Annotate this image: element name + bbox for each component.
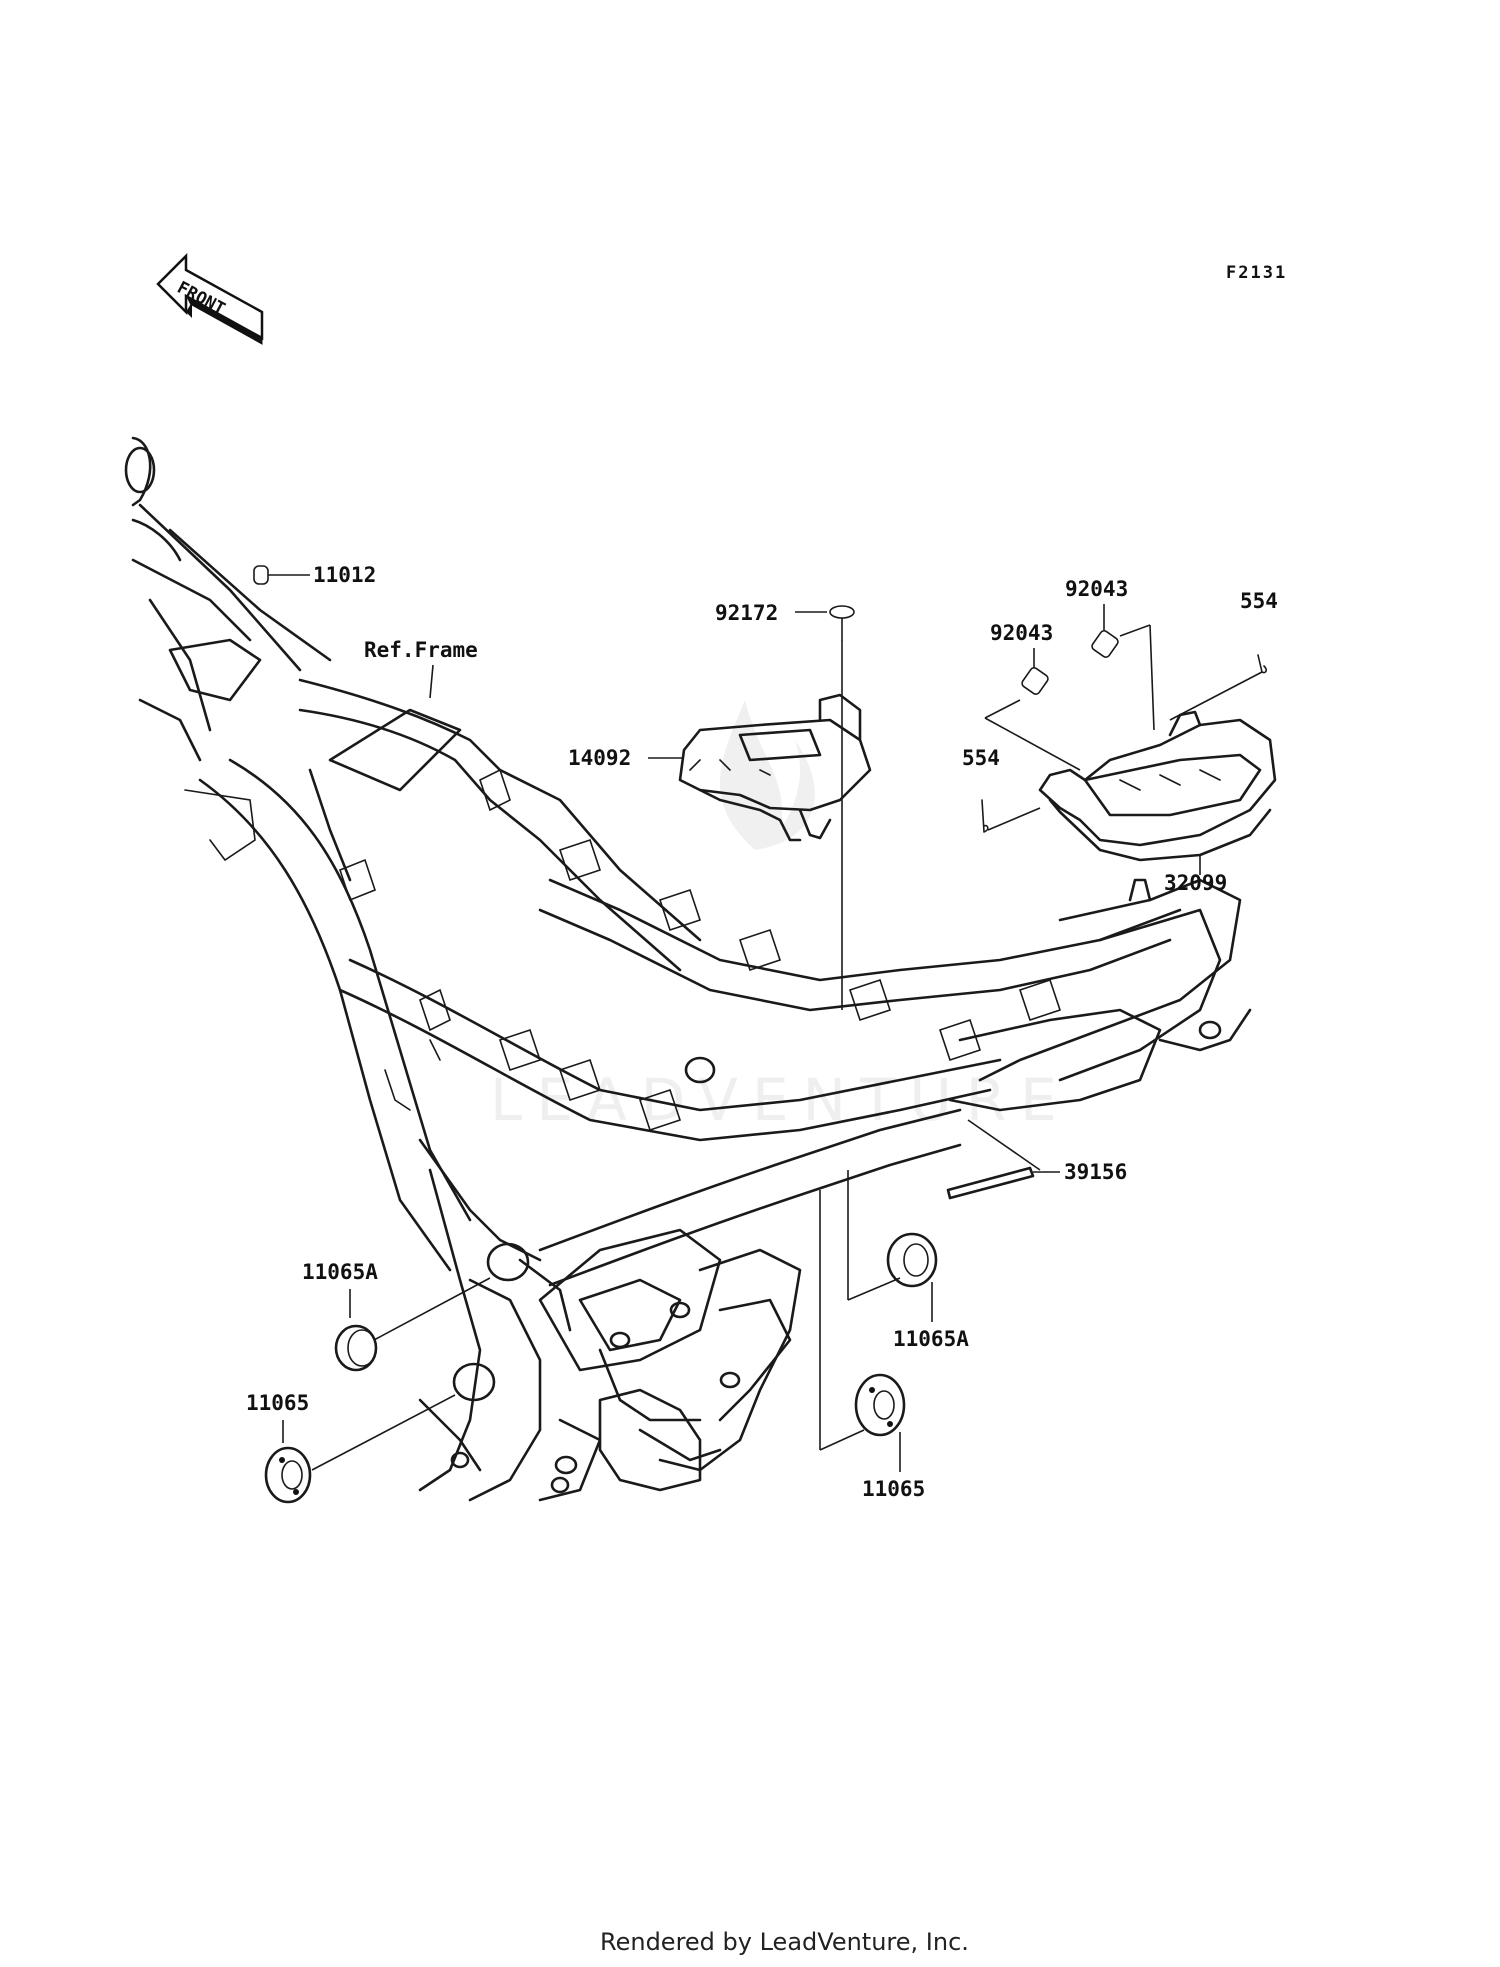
label-32099: 32099 [1164,871,1227,895]
part-11012-pin: 11012 [253,563,376,587]
frame [124,436,1252,1502]
part-39156-strip: 39156 [946,1119,1127,1200]
part-92043-pin-right: 92043 [1065,577,1155,731]
label-92043-top: 92043 [1065,577,1128,601]
footer-credit: Rendered by LeadVenture, Inc. [600,1928,969,1956]
label-14092: 14092 [568,746,631,770]
label-11065-left: 11065 [246,1391,309,1415]
label-39156: 39156 [1064,1160,1127,1184]
watermark-text: LEADVENTURE [490,1066,1071,1134]
label-92172: 92172 [715,601,778,625]
front-arrow-icon: FRONT [156,252,264,345]
part-11065A-left-grommet: 11065A [302,1260,491,1372]
watermark: LEADVENTURE [490,700,1071,1134]
label-11065A-right: 11065A [893,1327,969,1351]
part-32099-cover: 32099 [1038,710,1277,895]
part-11065-left-grommet: 11065 [246,1391,456,1504]
part-11065A-right-grommet: 11065A [847,1170,969,1351]
label-554-left: 554 [962,746,1000,770]
diagram-code: F2131 [1226,263,1287,283]
part-92172-screw: 92172 [715,601,855,1010]
label-554-top: 554 [1240,589,1278,613]
part-554-clip-left: 554 [962,746,1041,833]
part-92043-pin-left: 92043 [984,621,1081,771]
label-11065A-left: 11065A [302,1260,378,1284]
label-ref-frame: Ref.Frame [364,638,478,662]
part-14092-tray: 14092 [568,693,872,842]
part-11065-right-grommet: 11065 [819,1190,925,1501]
label-92043-left: 92043 [990,621,1053,645]
part-554-clip-right: 554 [1169,589,1278,721]
label-11012: 11012 [313,563,376,587]
label-11065-right: 11065 [862,1477,925,1501]
ref-frame-callout: Ref.Frame [364,638,478,699]
